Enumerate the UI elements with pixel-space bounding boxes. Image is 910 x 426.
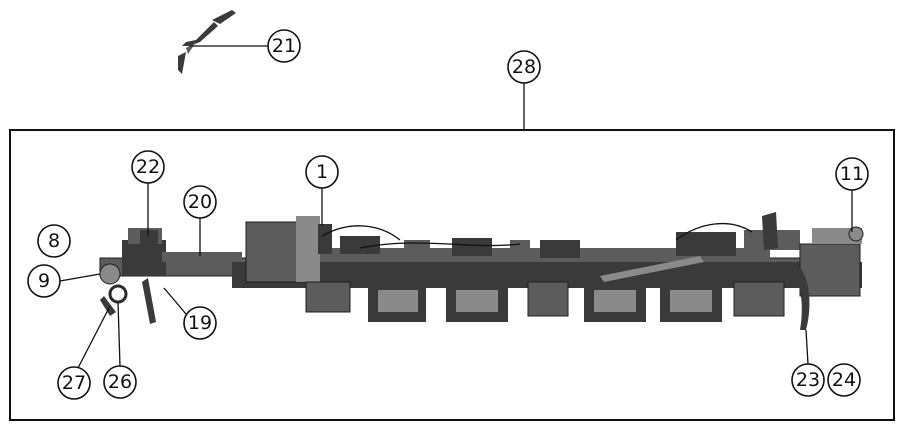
callout-27-label: 27 bbox=[62, 372, 86, 394]
callout-8-label: 8 bbox=[48, 230, 60, 252]
callout-23: 23 bbox=[791, 363, 825, 397]
callout-21: 21 bbox=[267, 29, 301, 63]
callout-20-label: 20 bbox=[188, 191, 212, 213]
part-21-bracket bbox=[178, 10, 236, 74]
assembly-frame bbox=[9, 129, 895, 421]
callout-28-label: 28 bbox=[512, 56, 536, 78]
callout-9: 9 bbox=[27, 264, 61, 298]
leader-lines bbox=[59, 45, 853, 369]
callout-19: 19 bbox=[183, 306, 217, 340]
callout-23-label: 23 bbox=[796, 369, 820, 391]
callout-26-label: 26 bbox=[108, 371, 132, 393]
callout-22-label: 22 bbox=[136, 156, 160, 178]
callout-9-label: 9 bbox=[38, 270, 50, 292]
callout-11: 11 bbox=[835, 157, 869, 191]
callout-27: 27 bbox=[57, 366, 91, 400]
callout-26: 26 bbox=[103, 365, 137, 399]
callout-19-label: 19 bbox=[188, 312, 212, 334]
callout-1: 1 bbox=[305, 155, 339, 189]
callout-24: 24 bbox=[827, 363, 861, 397]
callout-22: 22 bbox=[131, 150, 165, 184]
callout-1-label: 1 bbox=[316, 161, 328, 183]
callout-28: 28 bbox=[507, 50, 541, 84]
callout-21-label: 21 bbox=[272, 35, 296, 57]
chassis-assembly bbox=[99, 212, 864, 330]
callout-20: 20 bbox=[183, 185, 217, 219]
callout-11-label: 11 bbox=[840, 163, 864, 185]
callout-8: 8 bbox=[37, 224, 71, 258]
callout-24-label: 24 bbox=[832, 369, 856, 391]
